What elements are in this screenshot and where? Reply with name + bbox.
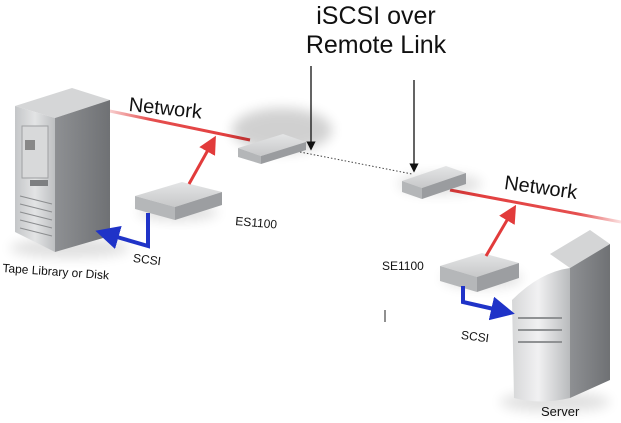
network-line-left xyxy=(94,106,251,142)
network-line-right xyxy=(449,188,621,224)
se1100-device xyxy=(440,253,522,292)
title-line-2: Remote Link xyxy=(305,31,447,59)
tape-library-tower xyxy=(10,88,130,258)
hub-left-device xyxy=(232,108,332,164)
scsi-connector-left xyxy=(95,213,150,249)
hub-right-device xyxy=(398,166,482,199)
scsi-connector-right xyxy=(461,286,515,321)
uplink-arrow-left xyxy=(187,135,216,185)
se1100-label: SE1100 xyxy=(382,259,424,273)
remote-link-dotted xyxy=(299,151,413,175)
title-line-1: iSCSI over xyxy=(316,2,436,30)
es1100-device xyxy=(135,182,222,221)
diagram-title: iSCSI over Remote Link xyxy=(296,2,456,60)
uplink-arrow-right xyxy=(484,204,517,257)
server-tower xyxy=(500,230,610,412)
server-label: Server xyxy=(541,404,580,419)
